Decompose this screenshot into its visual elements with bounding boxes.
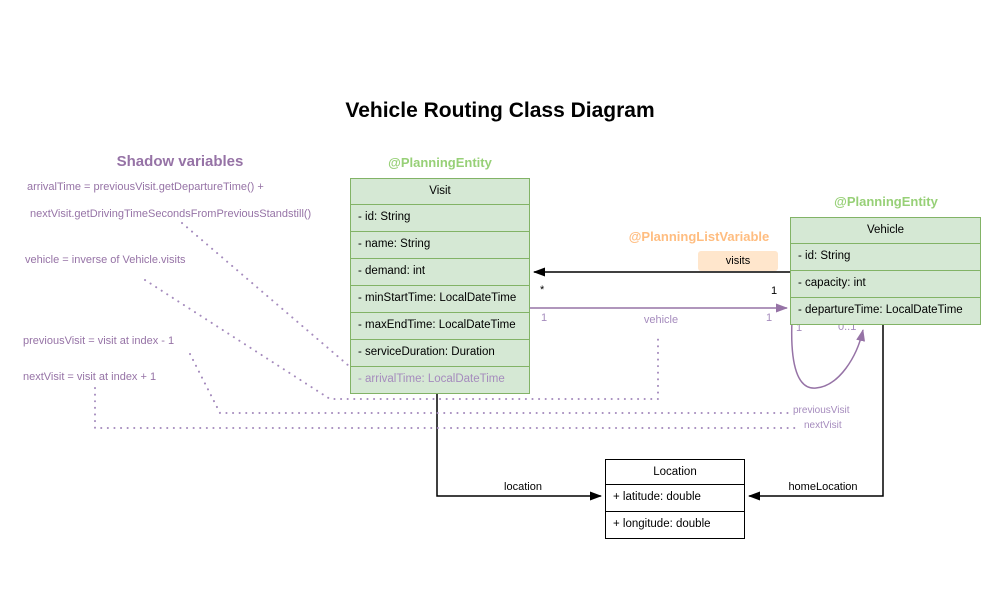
self-loop-left-multiplicity: 1 [796,322,803,334]
visit-attribute: - name: String [351,231,529,258]
planning-list-variable-annotation: @PlanningListVariable [628,229,770,244]
vehicle-attribute: - capacity: int [791,270,980,297]
visit-attribute-shadow: - arrivalTime: LocalDateTime [351,366,529,393]
vehicle-edge-left-multiplicity: 1 [541,312,548,324]
next-visit-edge-label: nextVisit [804,420,842,431]
shadow-note-next-visit: nextVisit = visit at index + 1 [23,371,157,383]
shadow-variables-heading: Shadow variables [116,153,244,170]
location-edge-label: location [504,481,542,493]
vehicle-attribute: - id: String [791,243,980,270]
home-location-association-arrow [748,320,884,501]
shadow-note-arrival-time: arrivalTime = previousVisit.getDeparture… [27,181,264,193]
vehicle-edge-right-multiplicity: 1 [766,312,773,324]
visit-chain-self-loop-arrow [790,319,866,389]
visit-attribute: - id: String [351,204,529,231]
visits-source-multiplicity: 1 [771,285,778,297]
visit-class-box: Visit - id: String - name: String - dema… [350,178,530,394]
diagram-title: Vehicle Routing Class Diagram [345,99,655,122]
shadow-note-arrival-time-2: nextVisit.getDrivingTimeSecondsFromPrevi… [30,208,312,220]
shadow-note-previous-visit: previousVisit = visit at index - 1 [23,335,175,347]
visits-edge-label: visits [698,251,778,271]
location-attribute: + longitude: double [606,511,744,538]
planning-entity-annotation-vehicle: @PlanningEntity [834,194,938,209]
previous-visit-note-connector [189,353,789,414]
visits-target-multiplicity: * [540,284,545,296]
location-attribute: + latitude: double [606,484,744,511]
arrival-time-note-connector [181,222,350,367]
visit-class-name: Visit [429,185,451,197]
next-visit-note-connector [94,387,799,429]
planning-entity-annotation-visit: @PlanningEntity [388,155,492,170]
home-location-edge-label: homeLocation [788,481,858,493]
shadow-note-vehicle: vehicle = inverse of Vehicle.visits [25,254,186,266]
vehicle-class-box: Vehicle - id: String - capacity: int - d… [790,217,981,325]
location-class-name: Location [653,466,697,478]
visit-attribute: - demand: int [351,258,529,285]
location-association-arrow [436,384,602,501]
vehicle-class-name: Vehicle [866,224,905,236]
vehicle-edge-label: vehicle [643,314,679,326]
visit-attribute: - serviceDuration: Duration [351,339,529,366]
previous-visit-edge-label: previousVisit [793,405,850,416]
visit-attribute: - maxEndTime: LocalDateTime [351,312,529,339]
location-class-box: Location + latitude: double + longitude:… [605,459,745,539]
visit-attribute: - minStartTime: LocalDateTime [351,285,529,312]
vehicle-attribute: - departureTime: LocalDateTime [791,297,980,324]
